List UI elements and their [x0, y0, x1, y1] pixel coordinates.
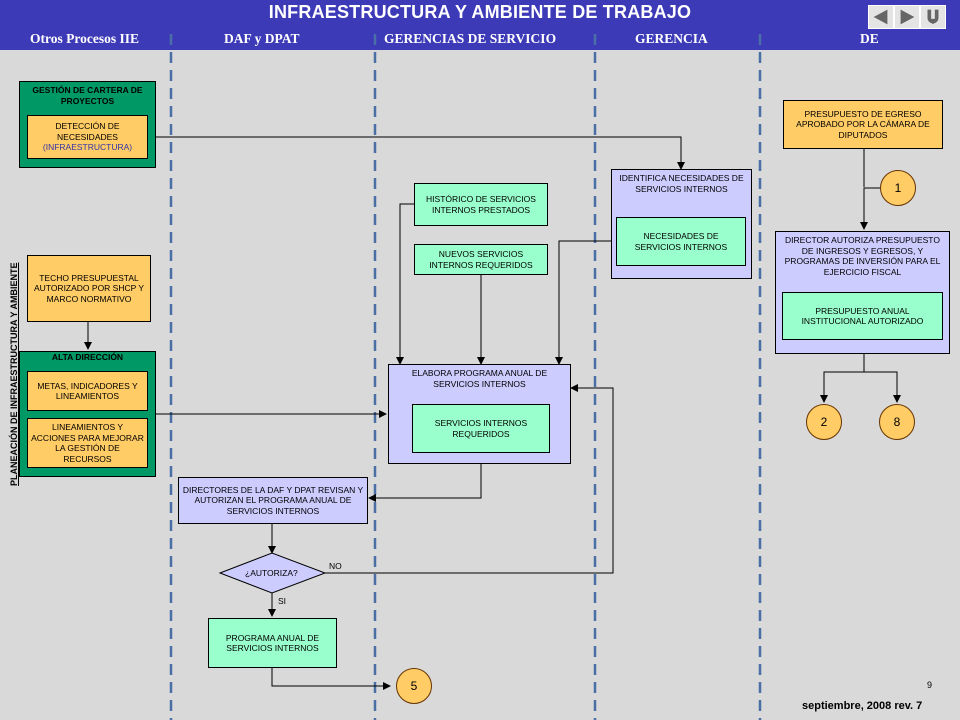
metas-box: METAS, INDICADORES Y LINEAMIENTOS — [27, 371, 148, 411]
return-button[interactable] — [920, 5, 946, 29]
techo-presupuestal-box: TECHO PRESUPUESTAL AUTORIZADO POR SHCP Y… — [27, 255, 151, 322]
director-autoriza-label: DIRECTOR AUTORIZA PRESUPUESTO DE INGRESO… — [784, 235, 941, 277]
back-icon — [873, 9, 888, 25]
directores-revisan-box: DIRECTORES DE LA DAF Y DPAT REVISAN Y AU… — [178, 477, 368, 524]
autoriza-label: ¿AUTORIZA? — [245, 568, 298, 578]
lineamientos-label: LINEAMIENTOS Y ACCIONES PARA MEJORAR LA … — [31, 422, 144, 464]
gestion-cartera-title: GESTIÓN DE CARTERA DE PROYECTOS — [32, 85, 143, 106]
forward-button[interactable] — [894, 5, 920, 29]
lane-otros-procesos: Otros Procesos IIE — [30, 31, 139, 46]
back-button[interactable] — [868, 5, 894, 29]
presupuesto-egreso-label: PRESUPUESTO DE EGRESO APROBADO POR LA CÁ… — [796, 108, 930, 140]
side-label: PLANEACIÓN DE INFRAESTRUCTURA Y AMBIENTE — [9, 262, 19, 486]
identifica-label: IDENTIFICA NECESIDADES DE SERVICIOS INTE… — [619, 173, 744, 194]
connector-8[interactable]: 8 — [879, 404, 915, 440]
lane-daf-dpat: DAF y DPAT — [224, 31, 300, 46]
alta-direccion-title: ALTA DIRECCIÓN — [51, 352, 124, 362]
lane-gerencias-servicio: GERENCIAS DE SERVICIO — [384, 31, 557, 46]
return-icon — [927, 9, 939, 25]
presupuesto-egreso-box: PRESUPUESTO DE EGRESO APROBADO POR LA CÁ… — [783, 100, 943, 149]
page-title: INFRAESTRUCTURA Y AMBIENTE DE TRABAJO — [268, 2, 692, 22]
presupuesto-anual-label: PRESUPUESTO ANUAL INSTITUCIONAL AUTORIZA… — [801, 305, 924, 327]
metas-label: METAS, INDICADORES Y LINEAMIENTOS — [37, 380, 138, 402]
connector-5[interactable]: 5 — [396, 668, 432, 704]
lineamientos-box: LINEAMIENTOS Y ACCIONES PARA MEJORAR LA … — [27, 418, 148, 468]
connector-2[interactable]: 2 — [806, 404, 842, 440]
historico-box: HISTÓRICO DE SERVICIOS INTERNOS PRESTADO… — [414, 183, 548, 226]
servicios-requeridos-box: SERVICIOS INTERNOS REQUERIDOS — [412, 404, 550, 453]
presupuesto-anual-box: PRESUPUESTO ANUAL INSTITUCIONAL AUTORIZA… — [782, 292, 943, 340]
forward-icon — [900, 9, 915, 25]
techo-label: TECHO PRESUPUESTAL AUTORIZADO POR SHCP Y… — [33, 272, 145, 304]
decision-diamond — [218, 552, 327, 594]
programa-anual-box: PROGRAMA ANUAL DE SERVICIOS INTERNOS — [208, 618, 337, 668]
no-label: NO — [329, 561, 342, 571]
historico-label: HISTÓRICO DE SERVICIOS INTERNOS PRESTADO… — [426, 194, 536, 215]
lane-gerencia: GERENCIA — [635, 31, 708, 46]
elabora-label: ELABORA PROGRAMA ANUAL DE SERVICIOS INTE… — [411, 368, 548, 389]
deteccion-sublabel: (INFRAESTRUCTURA) — [42, 142, 133, 153]
programa-label: PROGRAMA ANUAL DE SERVICIOS INTERNOS — [225, 632, 320, 654]
deteccion-necesidades-box: DETECCIÓN DE NECESIDADES (INFRAESTRUCTUR… — [27, 115, 148, 159]
footer-date: septiembre, 2008 rev. 7 — [802, 700, 923, 712]
necesidades-servicios-box: NECESIDADES DE SERVICIOS INTERNOS — [616, 217, 746, 266]
necesidades-label: NECESIDADES DE SERVICIOS INTERNOS — [634, 231, 728, 252]
si-label: SI — [278, 596, 287, 606]
header-bar: INFRAESTRUCTURA Y AMBIENTE DE TRABAJO Ot… — [0, 0, 960, 50]
connector-1[interactable]: 1 — [880, 170, 916, 206]
page-number: 9 — [927, 680, 933, 690]
nuevos-servicios-box: NUEVOS SERVICIOS INTERNOS REQUERIDOS — [414, 244, 548, 275]
deteccion-label: DETECCIÓN DE NECESIDADES — [55, 121, 120, 142]
nuevos-label: NUEVOS SERVICIOS INTERNOS REQUERIDOS — [429, 249, 533, 270]
directores-label: DIRECTORES DE LA DAF Y DPAT REVISAN Y AU… — [182, 484, 364, 516]
lane-de: DE — [860, 31, 879, 46]
requeridos-label: SERVICIOS INTERNOS REQUERIDOS — [434, 418, 528, 439]
